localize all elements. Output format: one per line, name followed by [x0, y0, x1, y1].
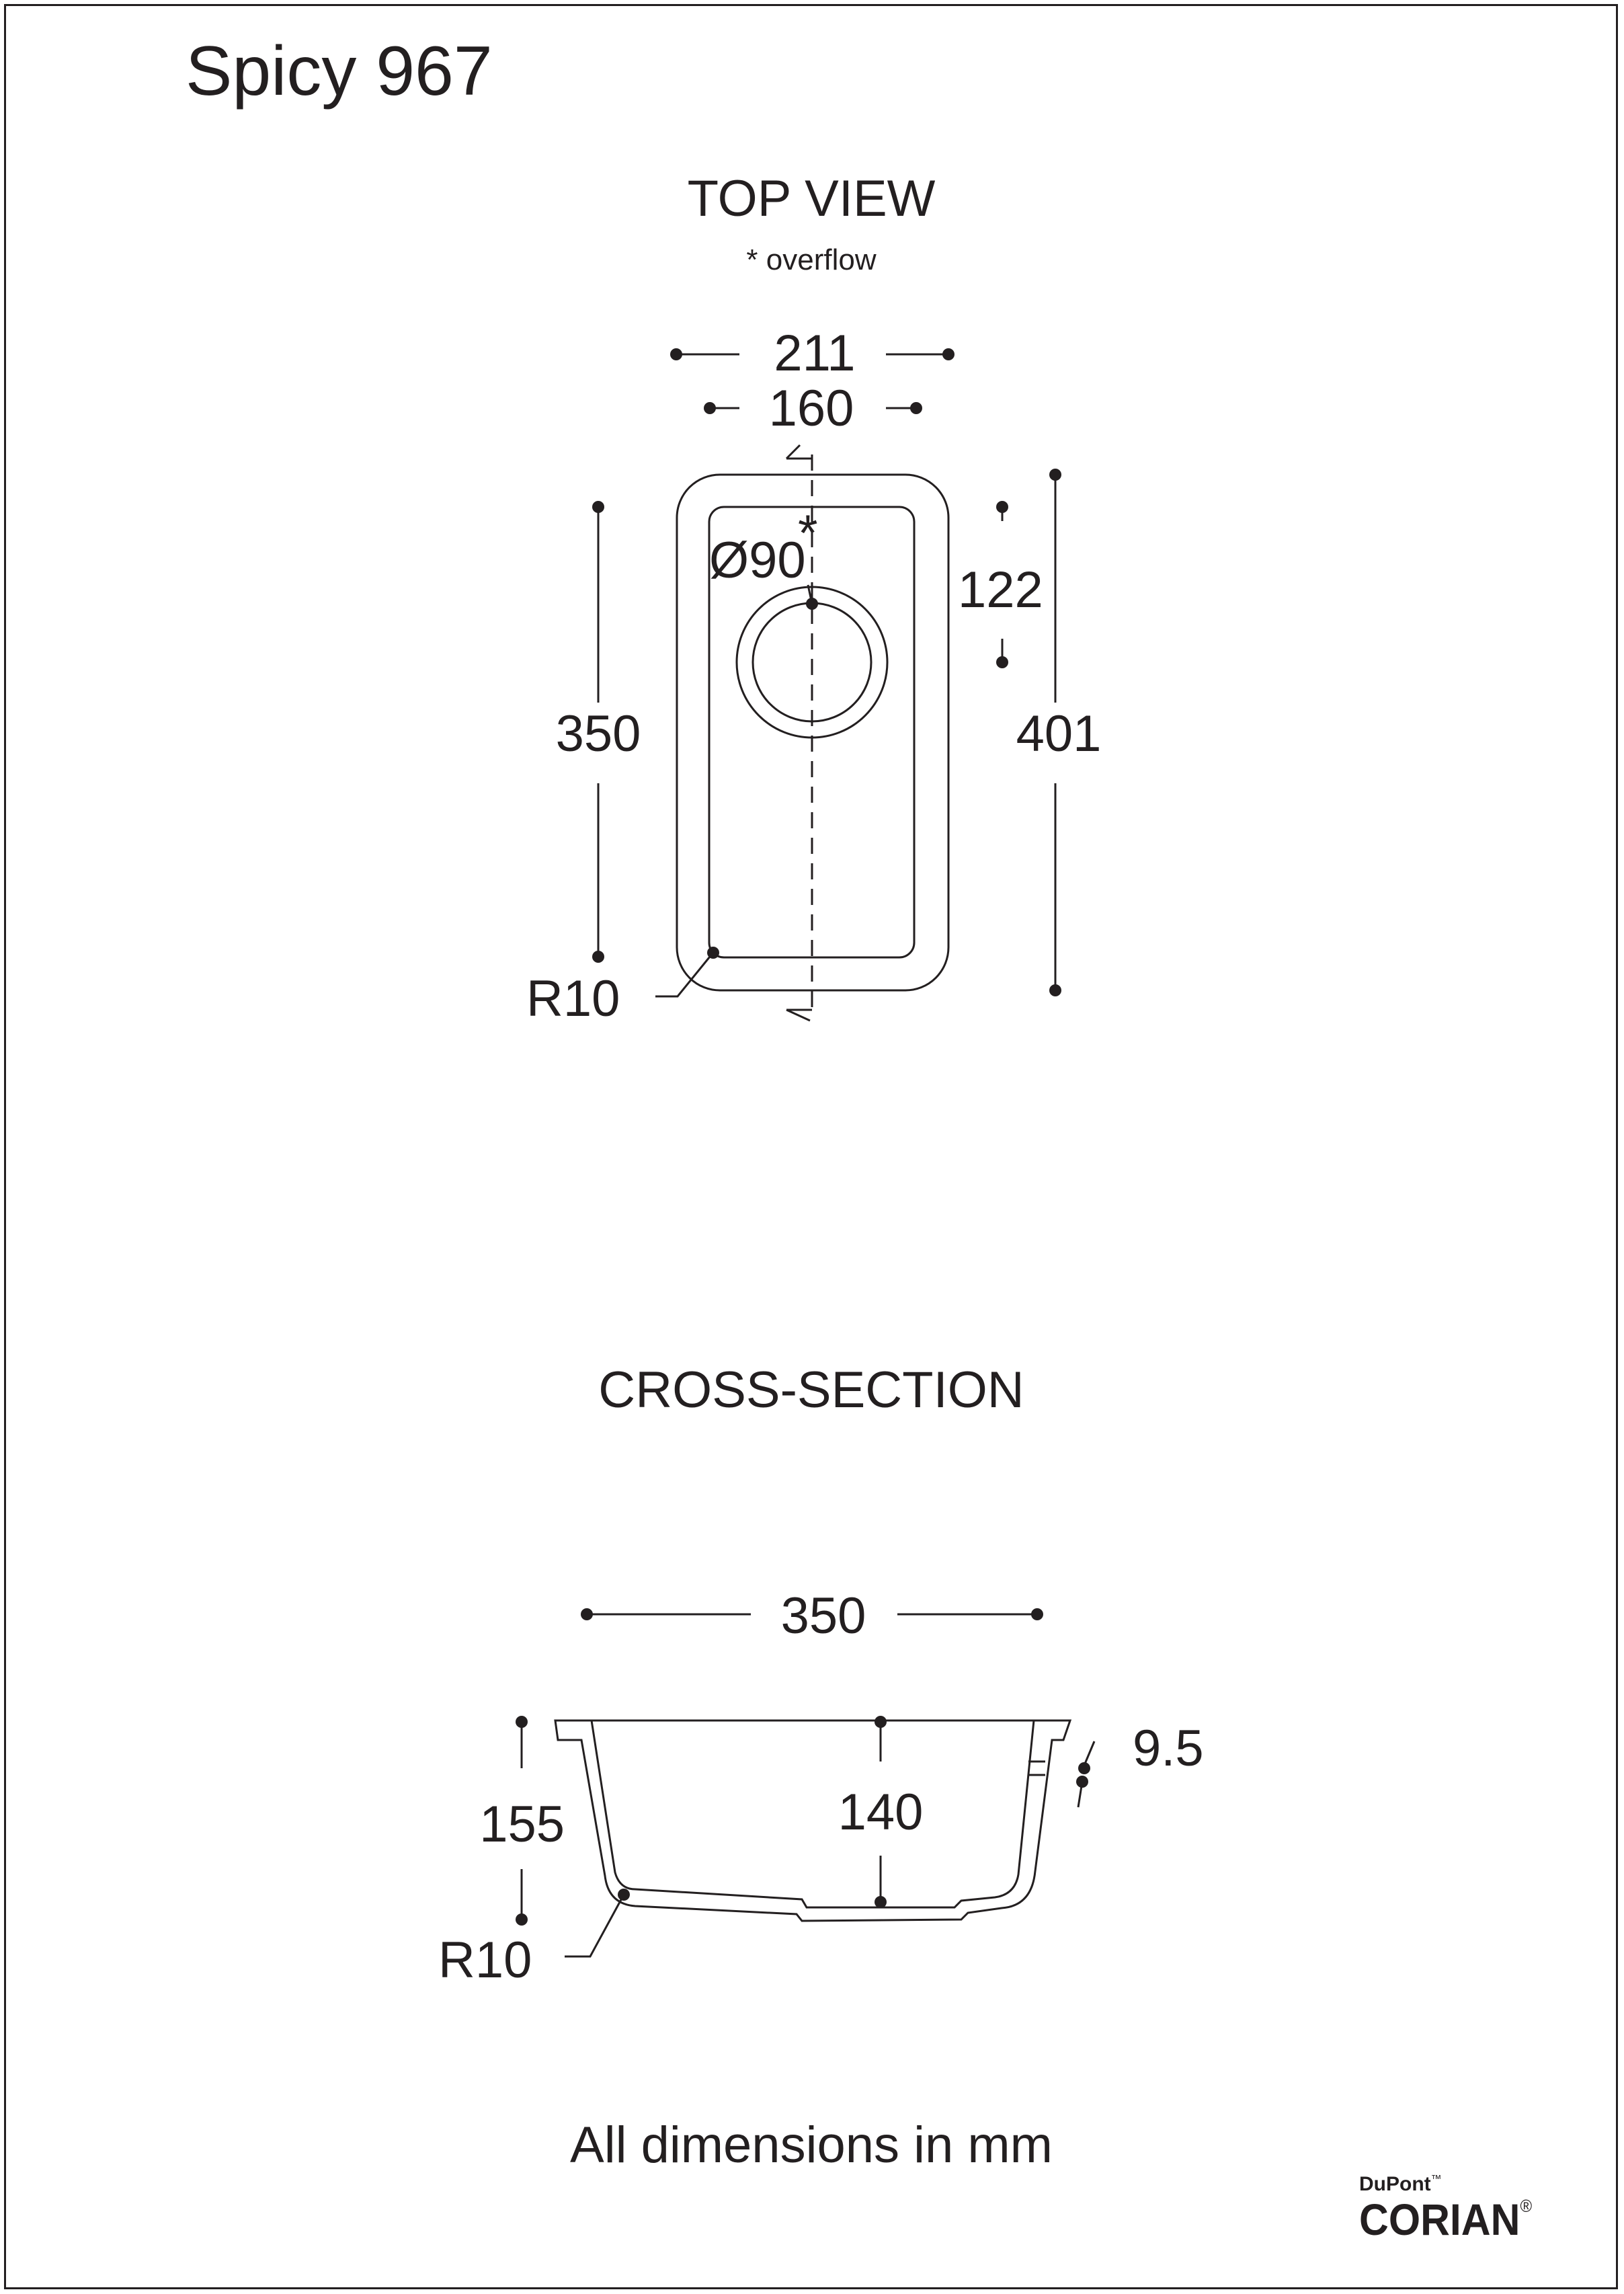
logo-product: CORIAN [1359, 2194, 1520, 2244]
leader-section-corner-radius [565, 1894, 625, 1958]
logo-maker-mark: ™ [1430, 2174, 1442, 2185]
dim-thickness: 9.5 [1133, 1720, 1204, 1777]
cross-section-heading: CROSS-SECTION [598, 1361, 1024, 1419]
top-view-dim-dots [592, 348, 1061, 996]
sink-outer-outline [676, 473, 950, 992]
dim-outer-length: 401 [1016, 705, 1102, 762]
section-profile [554, 1719, 1072, 1922]
units-note: All dimensions in mm [570, 2117, 1053, 2174]
top-view-heading: TOP VIEW [687, 170, 936, 227]
drawing-title: Spicy 967 [186, 32, 493, 110]
dim-inner-depth: 140 [838, 1784, 924, 1841]
logo-product-mark: ® [1520, 2196, 1533, 2216]
dim-inner-width: 160 [768, 380, 854, 437]
dim-inner-length: 350 [555, 705, 641, 762]
section-dim-dots [516, 1608, 1090, 1926]
drawing-frame [4, 4, 1618, 2289]
section-mark-top-tick [785, 444, 801, 460]
dim-drain-diameter: Ø90 [709, 532, 806, 589]
dim-section-length: 350 [780, 1587, 866, 1645]
section-mark-top [786, 454, 813, 460]
leader-corner-radius [655, 953, 714, 998]
logo-maker: DuPont [1359, 2173, 1431, 2195]
dim-outer-depth: 155 [479, 1796, 565, 1853]
overflow-note: * overflow [746, 243, 877, 276]
dim-outer-width: 211 [774, 325, 856, 382]
section-inner-surface [590, 1720, 1035, 1909]
corian-logo: DuPont™ CORIAN® [1359, 2174, 1547, 2242]
dim-top-corner-radius: R10 [526, 970, 620, 1027]
section-mark-bottom-tick [786, 1008, 811, 1022]
dim-section-corner-radius: R10 [438, 1932, 532, 1989]
dim-drain-offset: 122 [958, 561, 1043, 619]
overflow-marker: * [798, 505, 818, 562]
